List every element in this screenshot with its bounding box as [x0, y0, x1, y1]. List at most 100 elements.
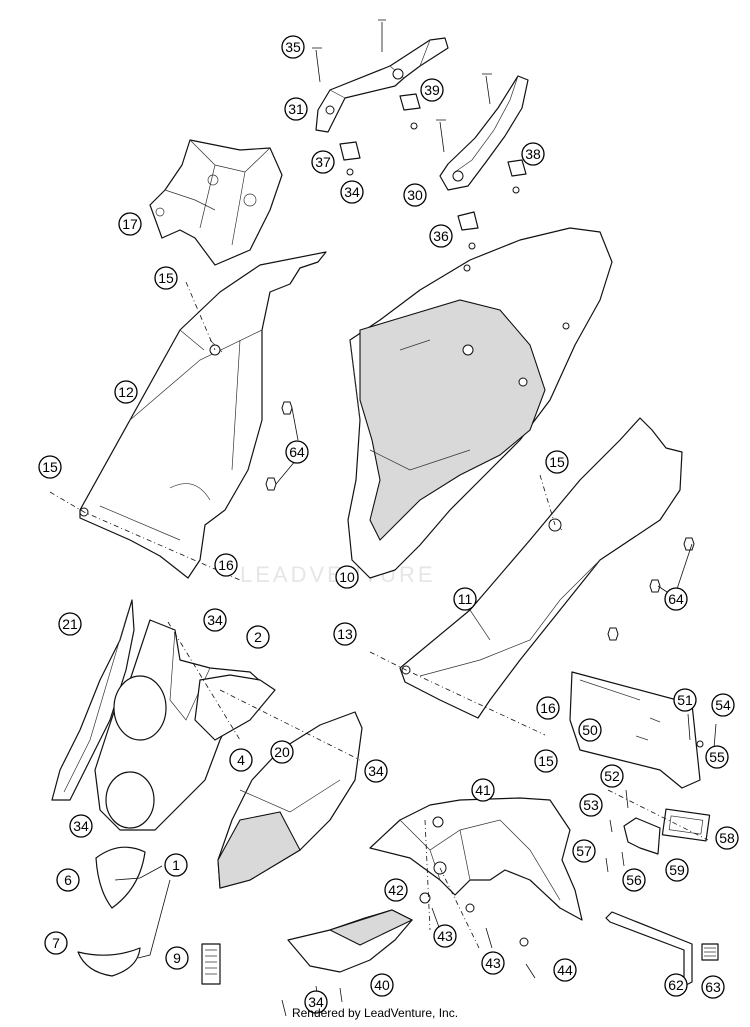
callout-39: 39 [420, 78, 444, 102]
callout-circle [701, 975, 725, 999]
callout-circle [521, 142, 545, 166]
callout-9: 9 [165, 946, 189, 970]
callout-circle [429, 224, 453, 248]
callout-number: 37 [315, 154, 331, 170]
callout-circle [246, 625, 270, 649]
callout-64: 64 [285, 440, 309, 464]
callout-circle [453, 587, 477, 611]
callout-circle [471, 778, 495, 802]
callout-7: 7 [44, 931, 68, 955]
callout-number: 64 [668, 591, 684, 607]
callout-circle [38, 455, 62, 479]
footer-credit: Rendered by LeadVenture, Inc. [291, 1006, 459, 1020]
part-12-side-panel-left [79, 251, 327, 579]
callout-34: 34 [364, 759, 388, 783]
callout-circle [154, 266, 178, 290]
callout-circle [58, 612, 82, 636]
callout-number: 30 [407, 187, 423, 203]
clip-nuts [339, 93, 527, 250]
callout-circle [364, 759, 388, 783]
callout-11: 11 [453, 587, 477, 611]
part-30-bracket [439, 75, 529, 191]
callout-40: 40 [370, 973, 394, 997]
callout-circle [118, 212, 142, 236]
callout-number: 20 [274, 744, 290, 760]
callout-number: 36 [433, 228, 449, 244]
callout-4: 4 [229, 748, 253, 772]
callout-number: 54 [715, 697, 731, 713]
part-63-sticker [701, 943, 719, 961]
callout-number: 7 [52, 935, 60, 951]
callout-circle [229, 748, 253, 772]
callout-number: 2 [254, 629, 262, 645]
callout-number: 59 [669, 862, 685, 878]
callout-59: 59 [665, 858, 689, 882]
callout-36: 36 [429, 224, 453, 248]
callout-58: 58 [715, 826, 739, 850]
bracket-bolts [312, 19, 492, 153]
part-10-tank-cover [347, 227, 613, 579]
callout-circle [705, 745, 729, 769]
callout-13: 13 [333, 622, 357, 646]
callout-number: 6 [64, 872, 72, 888]
callout-number: 34 [308, 994, 324, 1010]
callout-41: 41 [471, 778, 495, 802]
part-6-lens [95, 846, 146, 909]
callout-number: 63 [705, 979, 721, 995]
callout-44: 44 [553, 958, 577, 982]
axis-lower-1 [167, 621, 361, 761]
callout-number: 15 [538, 753, 554, 769]
callout-56: 56 [622, 868, 646, 892]
callout-circle [69, 814, 93, 838]
callout-circle [572, 839, 596, 863]
callout-16: 16 [214, 553, 238, 577]
callout-15: 15 [38, 455, 62, 479]
callout-number: 38 [525, 146, 541, 162]
callout-55: 55 [705, 745, 729, 769]
callout-number: 52 [604, 768, 620, 784]
callout-circle [304, 990, 328, 1014]
callout-30: 30 [403, 183, 427, 207]
callout-circle [664, 587, 688, 611]
part-11-side-panel-right [399, 417, 683, 719]
callout-number: 43 [437, 928, 453, 944]
callout-circle [284, 97, 308, 121]
part-59-bracket [623, 817, 661, 855]
callout-37: 37 [311, 150, 335, 174]
callout-10: 10 [335, 565, 359, 589]
callout-circle [673, 688, 697, 712]
callout-64: 64 [664, 587, 688, 611]
callout-circle [664, 973, 688, 997]
callout-circle [534, 749, 558, 773]
callout-15: 15 [534, 749, 558, 773]
callout-12: 12 [114, 380, 138, 404]
callout-53: 53 [579, 793, 603, 817]
callout-number: 55 [709, 749, 725, 765]
callout-number: 34 [368, 763, 384, 779]
part-58-reflector [661, 808, 711, 842]
callout-circle [715, 826, 739, 850]
callout-number: 11 [458, 591, 473, 607]
callout-number: 16 [218, 557, 234, 573]
callout-number: 62 [668, 977, 684, 993]
callout-50: 50 [578, 718, 602, 742]
callout-circle [384, 878, 408, 902]
part-1-headlight-mask [94, 619, 276, 831]
callout-circle [433, 924, 457, 948]
callout-number: 13 [337, 626, 353, 642]
callout-number: 35 [285, 39, 301, 55]
plate-fasteners [605, 713, 717, 873]
leader-1 [114, 865, 171, 959]
callout-63: 63 [701, 975, 725, 999]
callout-circle [214, 553, 238, 577]
callout-circle [579, 793, 603, 817]
callout-number: 15 [549, 454, 565, 470]
callout-38: 38 [521, 142, 545, 166]
callout-number: 39 [424, 82, 440, 98]
callout-circle [285, 440, 309, 464]
part-40-cover [287, 909, 414, 973]
callout-number: 44 [557, 962, 573, 978]
callout-number: 56 [626, 872, 642, 888]
callout-number: 16 [540, 700, 556, 716]
